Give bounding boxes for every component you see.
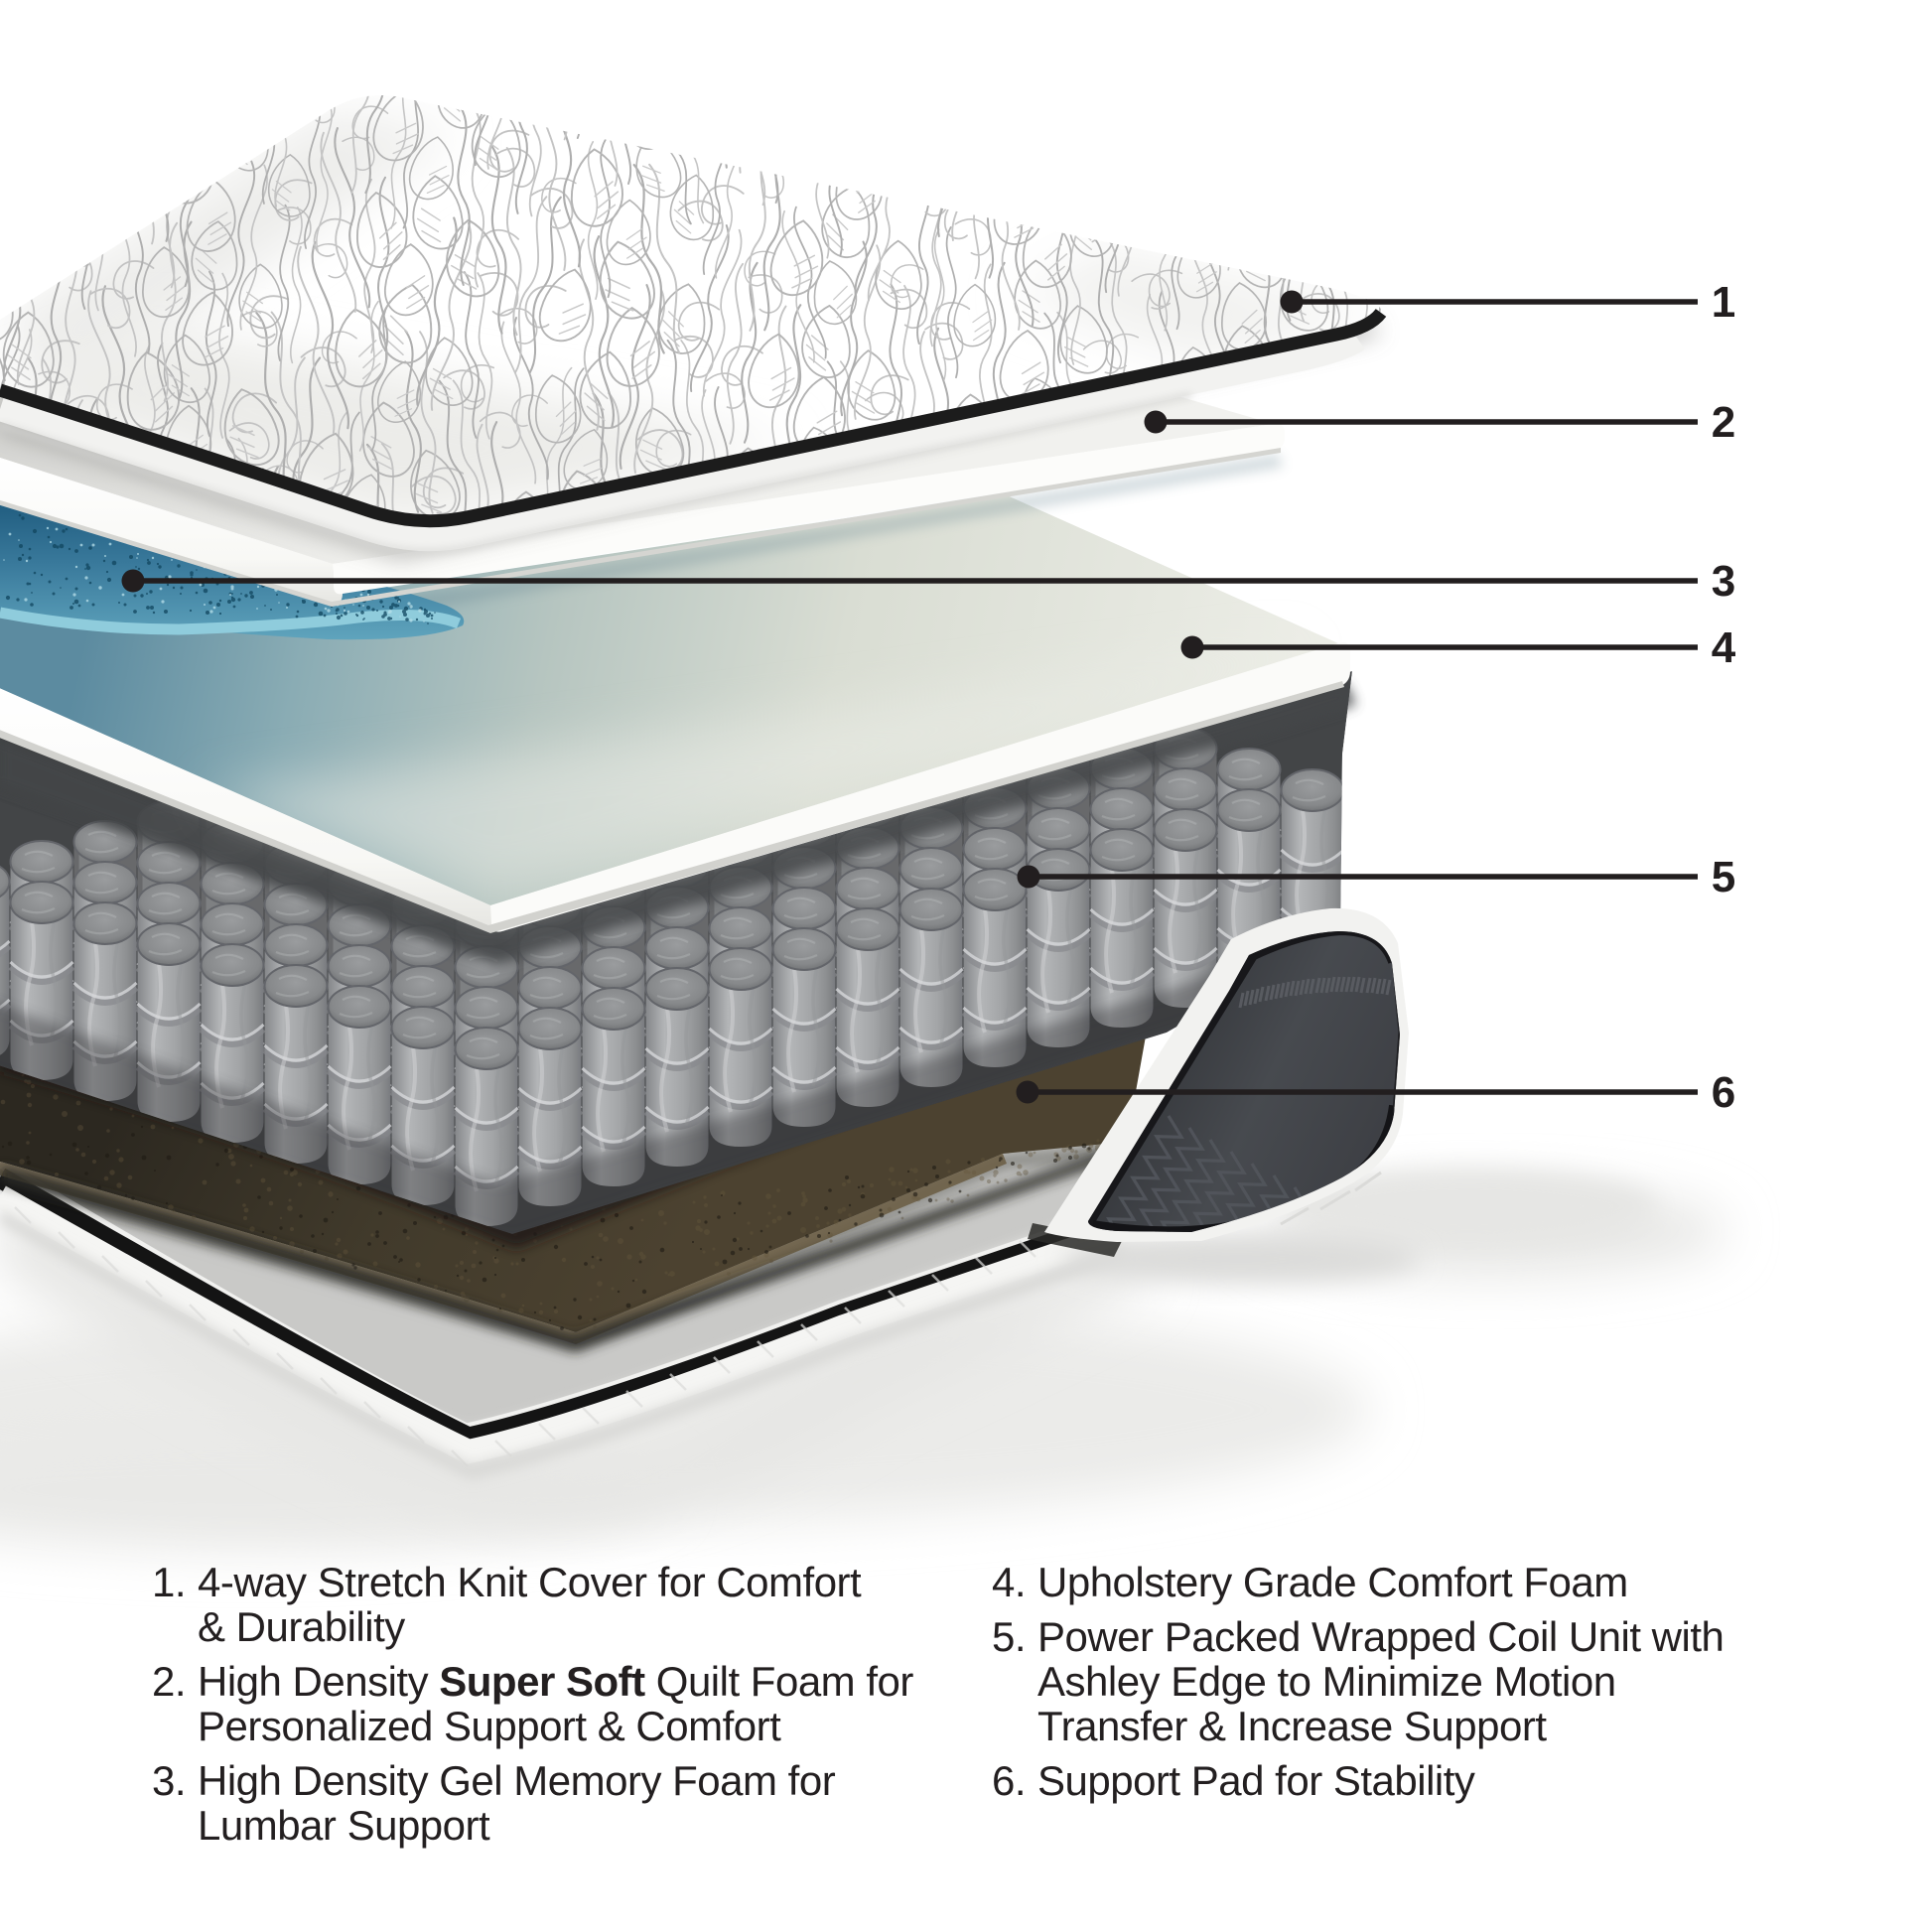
svg-text:6: 6	[1712, 1068, 1735, 1117]
svg-text:3: 3	[1712, 557, 1735, 606]
svg-text:1: 1	[1712, 278, 1735, 327]
svg-text:5: 5	[1712, 853, 1735, 901]
svg-text:4: 4	[1712, 623, 1736, 672]
svg-text:2: 2	[1712, 398, 1735, 447]
